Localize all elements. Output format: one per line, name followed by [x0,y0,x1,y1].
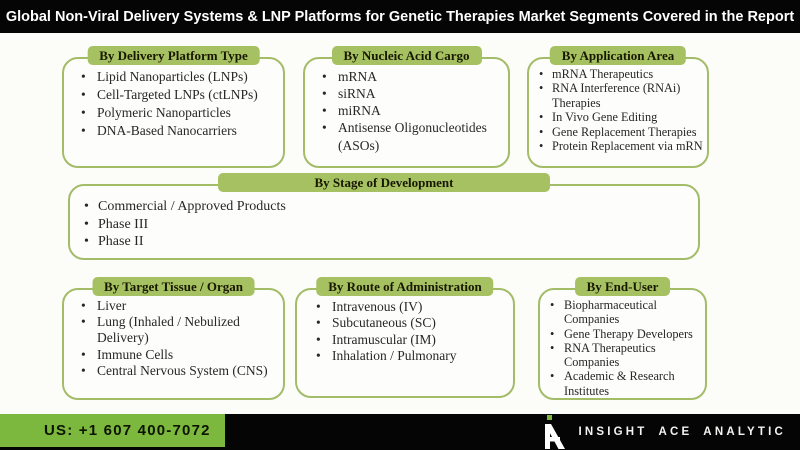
segment-box-nucleic-acid-cargo: By Nucleic Acid Cargo mRNA siRNA miRNA A… [303,46,510,168]
segment-box-target-tissue-organ: By Target Tissue / Organ Liver Lung (Inh… [62,277,285,400]
list-item: In Vivo Gene Editing [537,110,705,125]
list-item: Intravenous (IV) [312,299,507,316]
phone-number: US: +1 607 400-7072 [44,422,211,439]
segment-header-route-of-administration: By Route of Administration [316,277,494,296]
list-item: Intramuscular (IM) [312,332,507,349]
list-item: RNA Therapeutics Companies [549,341,703,370]
brand-name: INSIGHT ACE ANALYTIC [578,426,786,438]
segment-list: mRNA Therapeutics RNA Interference (RNAi… [529,59,707,154]
list-item: DNA-Based Nanocarriers [77,122,277,140]
list-item: Gene Therapy Developers [549,327,703,342]
segment-list: Lipid Nanoparticles (LNPs) Cell-Targeted… [64,59,283,140]
segment-header-stage-of-development: By Stage of Development [218,173,550,192]
phone-panel: US: +1 607 400-7072 [0,414,225,447]
list-item: mRNA [318,68,502,85]
list-item: Immune Cells [77,347,277,363]
list-item: Phase III [82,216,692,234]
segment-list: Liver Lung (Inhaled / Nebulized Delivery… [64,290,283,379]
list-item: Cell-Targeted LNPs (ctLNPs) [77,86,277,104]
segment-box-delivery-platform-type: By Delivery Platform Type Lipid Nanopart… [62,46,285,168]
list-item: Lipid Nanoparticles (LNPs) [77,68,277,86]
list-item: Protein Replacement via mRN [537,139,705,154]
title-bar: Global Non-Viral Delivery Systems & LNP … [0,0,800,33]
list-item: mRNA Therapeutics [537,67,705,82]
list-item: RNA Interference (RNAi) Therapies [537,81,705,110]
segment-header-target-tissue-organ: By Target Tissue / Organ [92,277,255,296]
insightace-logo-icon [544,415,566,449]
segment-list: Intravenous (IV) Subcutaneous (SC) Intra… [297,290,513,365]
list-item: Central Nervous System (CNS) [77,363,277,379]
segment-list: Biopharmaceutical Companies Gene Therapy… [540,290,705,398]
list-item: Subcutaneous (SC) [312,315,507,332]
segment-box-application-area: By Application Area mRNA Therapeutics RN… [527,46,709,168]
list-item: Biopharmaceutical Companies [549,298,703,327]
page-title: Global Non-Viral Delivery Systems & LNP … [5,8,795,25]
segment-box-end-user: By End-User Biopharmaceutical Companies … [538,277,707,400]
list-item: Polymeric Nanoparticles [77,104,277,122]
footer-bar: US: +1 607 400-7072 INSIGHT ACE ANALYTIC [0,414,800,450]
segment-header-application-area: By Application Area [549,46,687,65]
segment-header-end-user: By End-User [574,277,671,296]
segment-box-stage-of-development: By Stage of Development Commercial / App… [68,173,700,260]
segment-header-nucleic-acid-cargo: By Nucleic Acid Cargo [331,46,482,65]
list-item: Lung (Inhaled / Nebulized Delivery) [77,314,277,346]
list-item: Inhalation / Pulmonary [312,348,507,365]
list-item: Gene Replacement Therapies [537,125,705,140]
list-item: Phase II [82,233,692,251]
brand: INSIGHT ACE ANALYTIC [544,414,786,450]
list-item: Academic & Research Institutes [549,369,703,398]
list-item: Liver [77,298,277,314]
segment-list: mRNA siRNA miRNA Antisense Oligonucleoti… [305,59,508,154]
list-item: Commercial / Approved Products [82,198,692,216]
list-item: Antisense Oligonucleotides (ASOs) [318,119,502,153]
segment-list: Commercial / Approved Products Phase III… [70,186,698,251]
segment-header-delivery-platform-type: By Delivery Platform Type [87,46,260,65]
list-item: miRNA [318,102,502,119]
segment-box-route-of-administration: By Route of Administration Intravenous (… [295,277,515,398]
list-item: siRNA [318,85,502,102]
